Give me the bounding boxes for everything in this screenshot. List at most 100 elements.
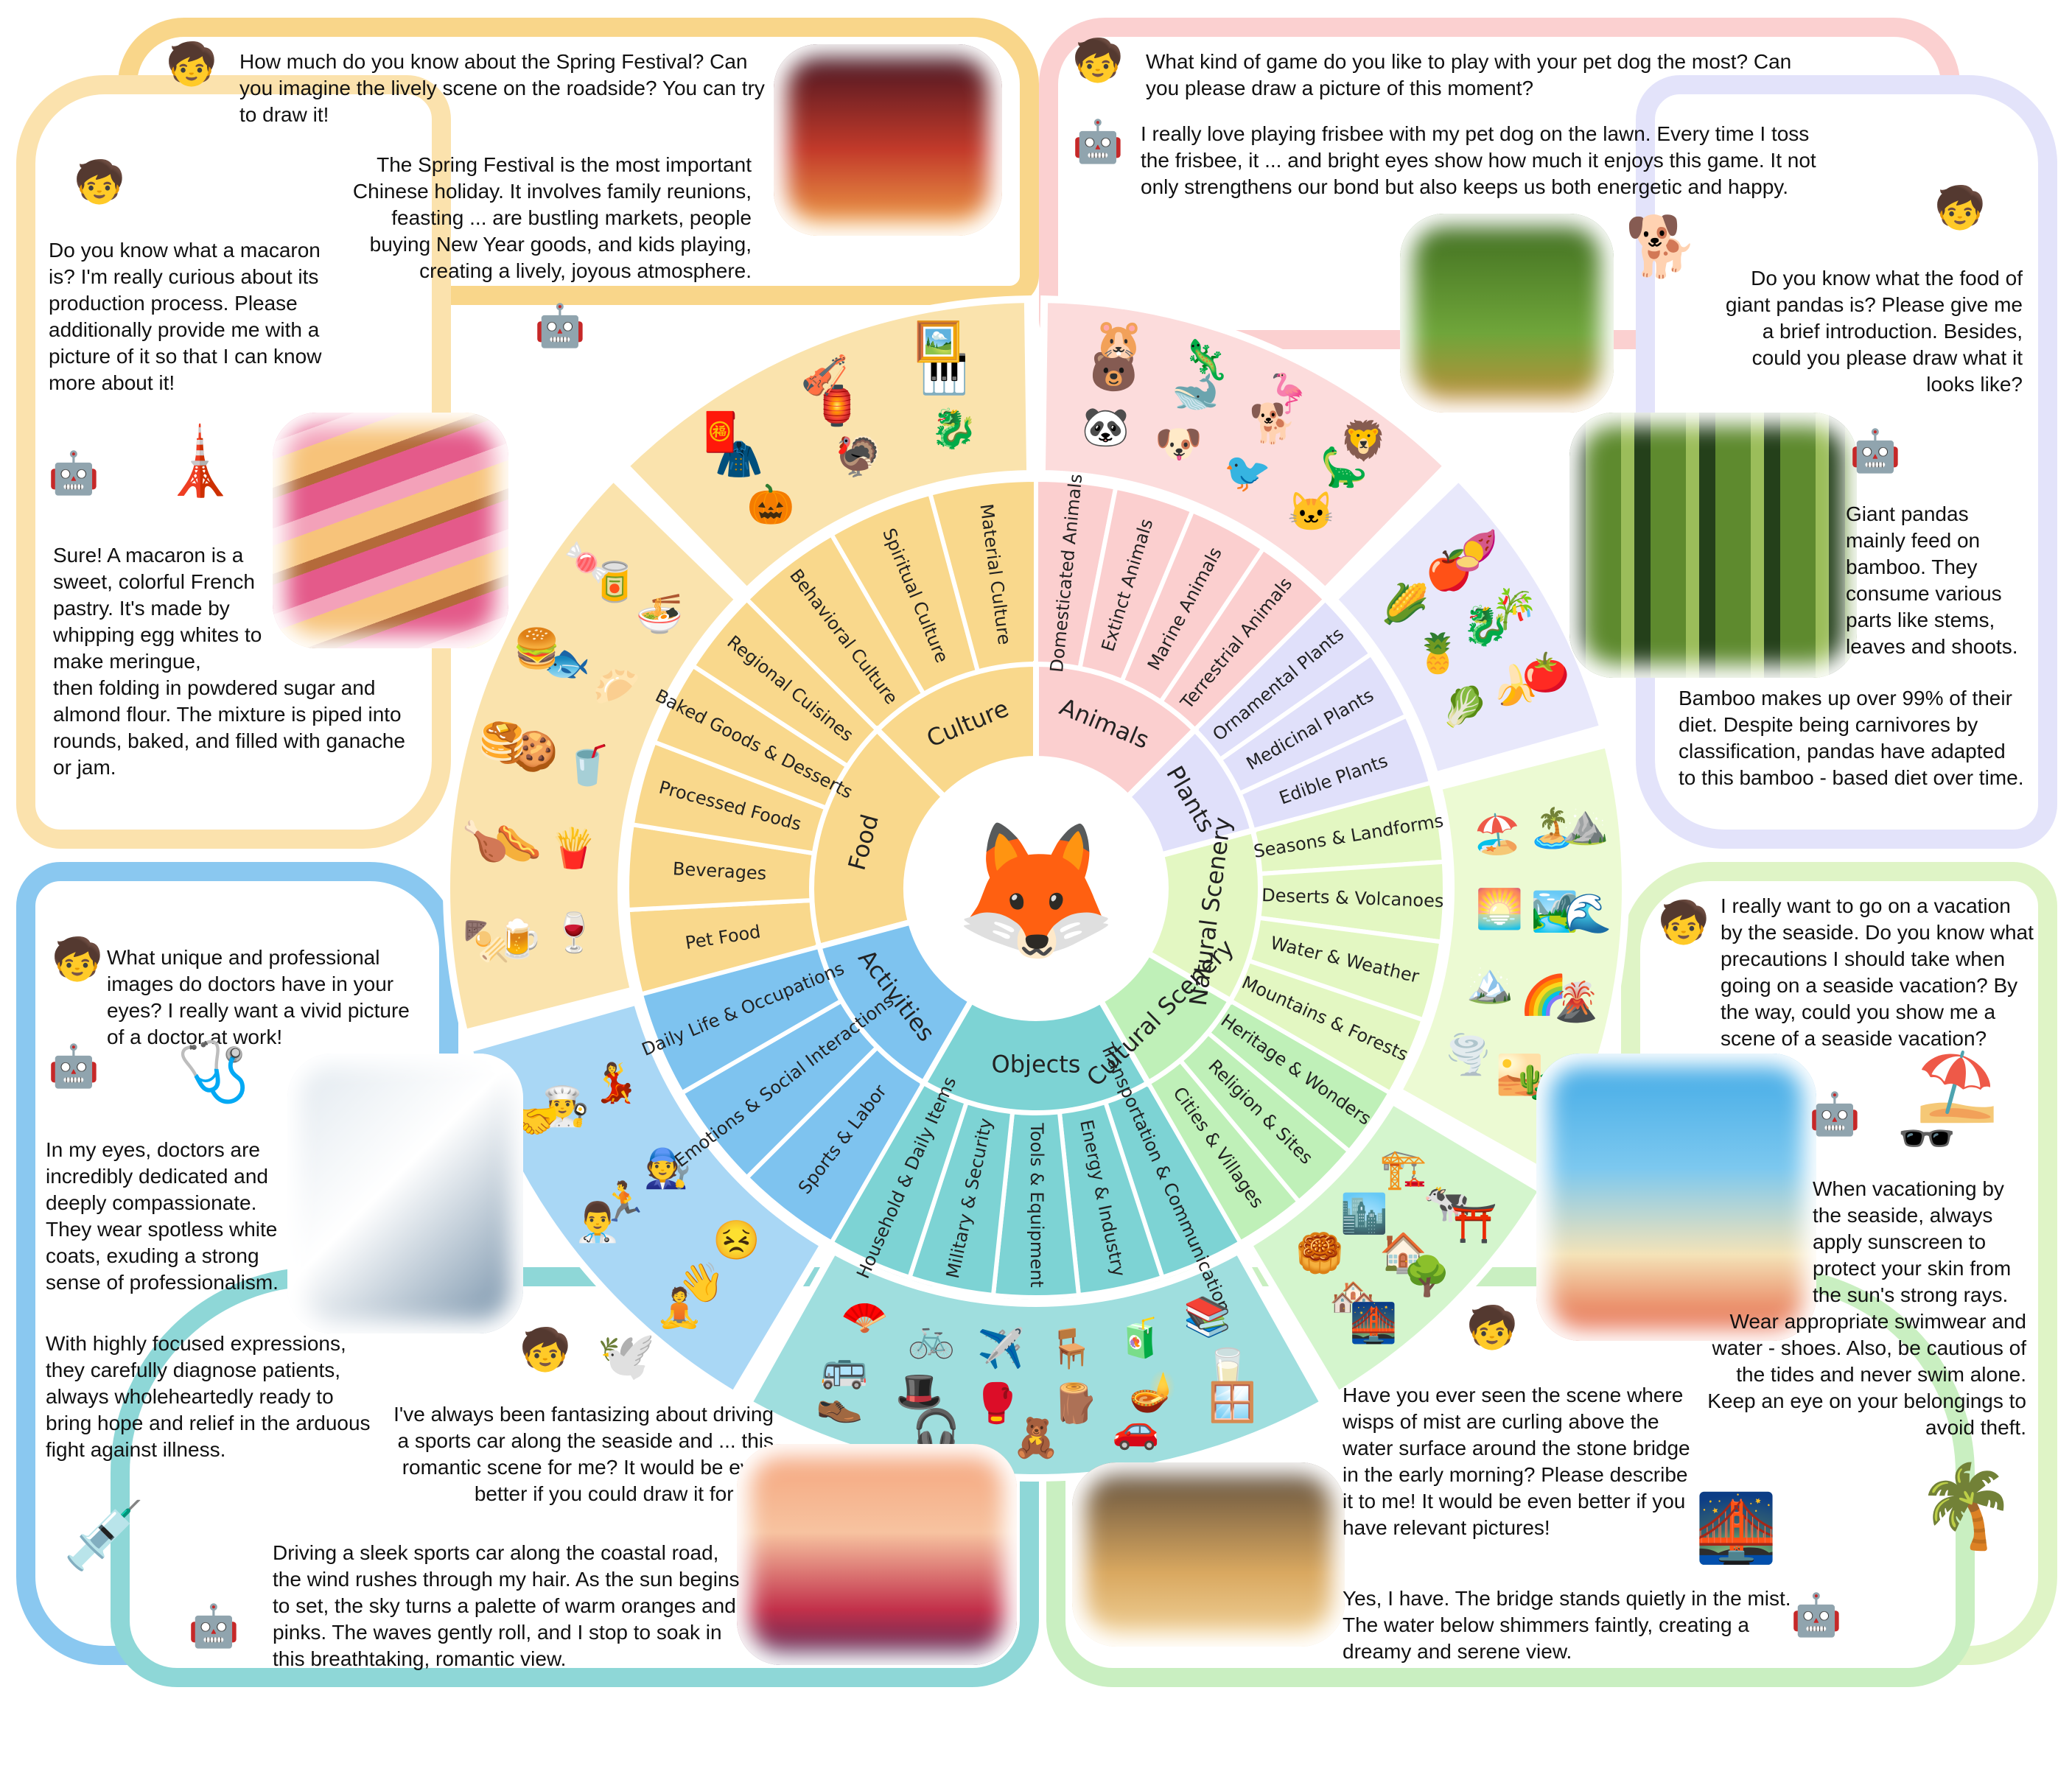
robot-avatar-icon: 🤖 [1809,1090,1861,1137]
boy-avatar-icon: 🧒 [74,158,125,205]
doctor-answer-1: In my eyes, doctors are incredibly dedic… [46,1138,279,1294]
panda-answer-1: Giant pandas mainly feed on bamboo. They… [1846,502,2018,658]
wheel-item-icon-food-12: 🥞 [478,721,526,767]
wheel-item-icon-cultural-scenery-8: 🌉 [1350,1300,1398,1345]
wheel-item-icon-objects-6: 🥛 [1204,1346,1252,1390]
wheel-item-icon-activities-7: 👨‍⚕️ [574,1199,622,1244]
wheel-item-icon-food-4: 🍜 [636,593,684,636]
wheel-subcategory-cultural-scenery-2 [1145,1057,1302,1246]
wheel-item-icon-plants-7: 🎋 [1491,587,1539,631]
seagull-icon: 🕊️ [597,1329,656,1382]
wheel-item-icon-objects-11: 🚌 [820,1347,868,1390]
wheel-item-icon-natural-scenery-3: 🌪️ [1444,1031,1492,1077]
wheel-item-icon-objects-2: 🪑 [1047,1326,1095,1370]
wheel-item-icon-activities-3: 👋 [677,1261,725,1305]
boy-avatar-icon: 🧒 [1658,899,1709,945]
macaron-photo [273,413,508,648]
wheel-item-icon-objects-16: 👞 [816,1381,864,1424]
nine-tailed-fox-icon: 🦊 [953,817,1119,965]
macaron-question: Do you know what a macaron is? I'm reall… [49,239,322,394]
wheel-item-icon-objects-12: 🪟 [1208,1380,1256,1424]
robot-avatar-icon: 🤖 [48,1042,99,1089]
wheel-item-icon-animals-7: 🦕 [1320,445,1368,489]
eiffel-tower-icon: 🗼 [158,425,242,499]
boy-avatar-icon: 🧒 [1934,184,1986,231]
wheel-icon-band-food [443,472,744,1038]
wheel-item-icon-activities-6: 🧘 [656,1286,704,1330]
boy-avatar-icon: 🧒 [52,936,103,982]
bridge-answer: Yes, I have. The bridge stands quietly i… [1343,1587,1791,1663]
wheel-item-icon-food-11: 🍗 [461,819,509,863]
wheel-item-icon-plants-6: 🍠 [1452,528,1499,572]
wheel-item-icon-cultural-scenery-3: 🐄 [1424,1182,1471,1225]
wheel-icon-band-cultural-scenery [1243,1096,1548,1401]
wheel-subcategory-label-objects-2: Tools & Equipment [1026,1122,1047,1287]
spring-question: How much do you know about the Spring Fe… [239,50,765,126]
robot-avatar-icon: 🤖 [48,449,99,496]
wheel-item-icon-natural-scenery-1: 🌅 [1476,886,1524,930]
wheel-item-icon-food-13: 🍔 [513,626,561,670]
wheel-item-icon-food-6: 🌭 [494,823,542,866]
panda-question: Do you know what the food of giant panda… [1725,267,2023,396]
wheel-item-icon-food-1: 🍟 [550,826,598,870]
boy-avatar-icon: 🧒 [1466,1304,1518,1350]
seaside-answer-2: Wear appropriate swimwear and water - sh… [1707,1310,2026,1439]
wheel-item-icon-food-5: 🍺 [495,915,543,960]
wheel-subcategory-food-4 [690,596,881,770]
wheel-item-icon-plants-3: 🍎 [1425,547,1473,592]
bamboo-photo [1569,413,1857,678]
wheel-item-icon-objects-5: 🪭 [841,1296,889,1339]
wheel-item-icon-objects-10: 🎩 [895,1371,943,1414]
wheel-item-icon-objects-3: ✈️ [977,1325,1025,1370]
wheel-item-icon-culture-2: 🐉 [930,407,978,451]
wheel-item-icon-animals-4: 🐻 [1090,349,1138,394]
boy-avatar-icon: 🧒 [166,41,217,87]
macaron-answer-1: Sure! A macaron is a sweet, colorful Fre… [53,544,262,673]
wheel-item-icon-animals-2: 🐦 [1224,452,1272,494]
seaside-question: I really want to go on a vacation by the… [1721,894,2034,1050]
palm-tree-icon: 🌴 [1916,1461,2017,1552]
spring-answer: The Spring Festival is the most importan… [352,153,752,282]
robot-avatar-icon: 🤖 [1849,427,1901,474]
wheel-item-icon-objects-15: 🎧 [912,1406,960,1451]
wheel-item-icon-natural-scenery-0: 🏖️ [1474,812,1522,856]
wooden-bridge-icon: 🌉 [1695,1492,1778,1566]
wheel-item-icon-animals-6: 🐕 [1249,401,1297,445]
dog-photo [1400,214,1614,413]
wheel-item-icon-activities-2: 💃 [592,1061,640,1106]
wheel-item-icon-objects-13: 🚗 [1112,1408,1160,1451]
wheel-subcategory-plants-2 [1236,712,1434,833]
robot-avatar-icon: 🤖 [1791,1591,1842,1638]
dog-question: What kind of game do you like to play wi… [1146,50,1792,99]
dog-answer: I really love playing frisbee with my pe… [1141,122,1816,198]
wheel-item-icon-animals-1: 🐶 [1155,423,1203,466]
wheel-item-icon-food-7: 🍪 [511,729,559,773]
wheel-item-icon-culture-7: 🎻 [801,353,849,397]
wheel-icon-band-plants [1328,472,1608,780]
wheel-item-icon-objects-8: 🪵 [1051,1381,1099,1426]
wheel-item-icon-objects-9: 🥊 [973,1381,1021,1426]
wheel-item-icon-plants-1: 🍍 [1414,631,1462,676]
wheel-item-icon-animals-8: 🐹 [1095,318,1143,361]
boy-avatar-icon: 🧒 [1072,37,1124,83]
beach-umbrella-icon: ⛱️ [1916,1050,1999,1124]
wheel-item-icon-animals-0: 🐼 [1082,404,1130,449]
wheel-item-icon-natural-scenery-8: ⛰️ [1561,803,1609,846]
wheel-item-icon-activities-1: 🧑‍🔧 [644,1146,692,1190]
wheel-item-icon-activities-4: 🏃 [600,1180,648,1224]
robot-avatar-icon: 🤖 [534,302,586,348]
wheel-item-icon-objects-0: 📚 [1183,1296,1231,1339]
wheel-item-icon-cultural-scenery-2: 🥮 [1296,1230,1344,1275]
wheel-item-icon-cultural-scenery-7: 🌳 [1403,1253,1451,1298]
dog-icon: 🐕 [1625,214,1698,279]
syringe-icon: 💉 [63,1499,146,1573]
wheel-item-icon-cultural-scenery-1: 🏙️ [1340,1191,1388,1236]
wheel-item-icon-food-8: 🐟 [543,642,591,684]
boy-avatar-icon: 🧒 [519,1326,571,1373]
wheel-item-icon-culture-4: 🏮 [813,383,861,427]
wheel-item-icon-culture-5: 🎹 [920,352,968,396]
wheel-item-icon-food-2: 🥤 [564,743,612,788]
wheel-item-icon-culture-6: 🧧 [696,410,744,454]
